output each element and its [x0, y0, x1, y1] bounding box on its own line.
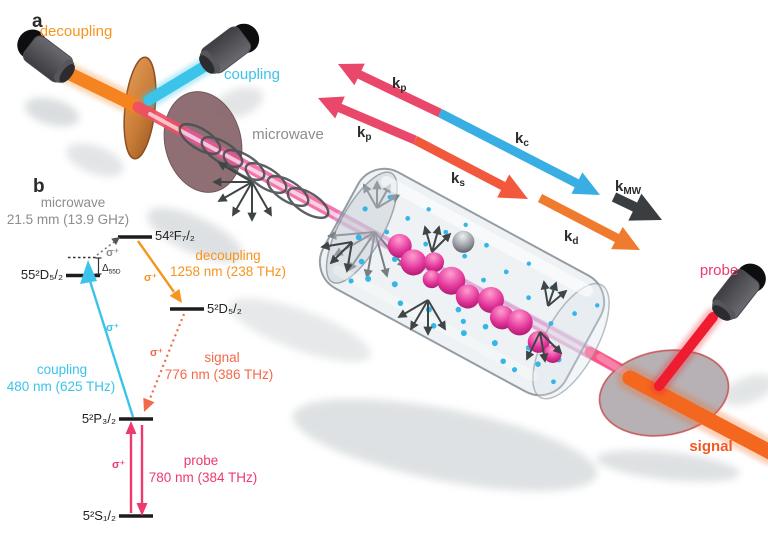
field-fan-a	[212, 162, 272, 222]
sigma-coupling: σ⁺	[106, 322, 120, 334]
microwave-beam-label: microwave	[252, 126, 324, 143]
sigma-microwave: σ⁺	[106, 247, 120, 259]
coupling-arrowhead	[80, 260, 97, 284]
panel-b-label: b	[33, 176, 45, 197]
microwave-helix	[178, 122, 330, 220]
kc-label: kc	[515, 130, 529, 149]
mirror-beams	[596, 308, 768, 465]
decoupling-arrowhead	[169, 288, 182, 303]
decoupling-transition-name: decoupling	[195, 248, 260, 263]
output-mirror-rim	[598, 349, 730, 437]
impurity-sphere	[452, 230, 475, 253]
level-5P: 5²P₃/₂	[82, 411, 116, 426]
level-54F: 54²F₇/₂	[155, 228, 195, 243]
signal-arrowhead	[143, 397, 155, 412]
coupling-beam-label: coupling	[224, 66, 280, 83]
decoupling-arrow	[137, 240, 175, 293]
coupling-arrow	[88, 280, 135, 418]
detuning-label: Δ55D	[102, 263, 121, 276]
kmw-label: kMW	[615, 178, 642, 197]
ground-state-atoms	[348, 195, 600, 385]
sigma-decoupling: σ⁺	[144, 272, 158, 284]
signal-arrow	[147, 313, 186, 402]
level-5D: 5²D₅/₂	[207, 301, 242, 316]
k-vector-labels: kp kp kc ks kMW kd	[357, 75, 642, 247]
decoupling-transition-value: 1258 nm (238 THz)	[170, 264, 286, 279]
detuning-marker	[95, 257, 102, 275]
k-vector-arrows	[318, 63, 662, 250]
vapor-cell	[318, 167, 610, 400]
ground-shadows	[24, 87, 768, 492]
microwave-arrow	[96, 241, 115, 256]
signal-transition-value: 776 nm (386 THz)	[165, 367, 274, 382]
decoupling-beam-label: decoupling	[40, 23, 113, 40]
kd-label: kd	[564, 228, 578, 247]
kp-top-label: kp	[392, 75, 406, 94]
level-55D: 55²D₅/₂	[21, 267, 63, 282]
coupling-transition-value: 480 nm (625 THz)	[7, 379, 116, 394]
level-diagram: b microwave 21.5 mm (13.9 GHz) Δ55D 54²F…	[7, 176, 286, 523]
signal-transition-name: signal	[204, 350, 239, 365]
probe-arrow	[125, 421, 148, 516]
ks-label: ks	[451, 170, 465, 189]
probe-transition-name: probe	[184, 453, 219, 468]
level-5S: 5²S₁/₂	[83, 508, 116, 523]
probe-beam-label: probe	[700, 262, 738, 279]
cell-field-arrows	[320, 225, 568, 363]
coupling-transition-name: coupling	[37, 362, 87, 377]
microwave-transition-value: 21.5 mm (13.9 GHz)	[7, 212, 129, 227]
panel-a-label: a	[32, 11, 43, 32]
signal-beam-label: signal	[689, 438, 732, 455]
microwave-arrowhead	[111, 237, 120, 245]
microwave-transition-name: microwave	[41, 195, 106, 210]
kp-mid-label: kp	[357, 124, 371, 143]
sigma-signal: σ⁺	[150, 347, 164, 359]
probe-transition-value: 780 nm (384 THz)	[149, 470, 258, 485]
sigma-probe: σ⁺	[112, 459, 126, 471]
